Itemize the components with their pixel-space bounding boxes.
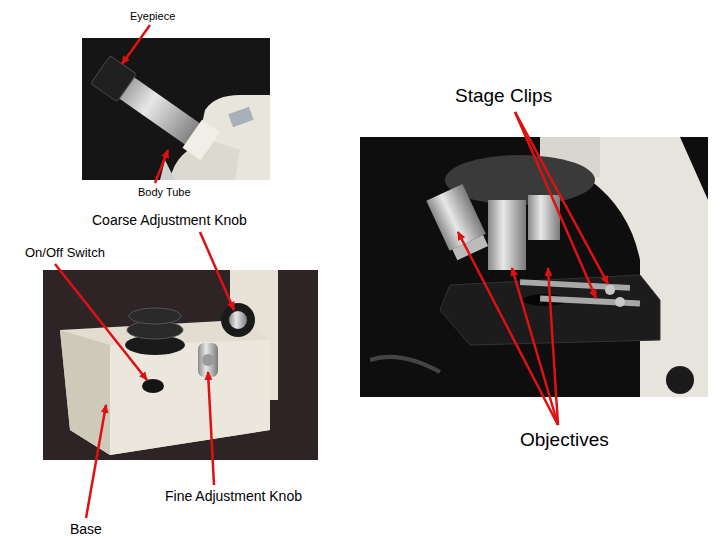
- leader-arrow: [155, 150, 168, 183]
- leader-arrow: [548, 268, 558, 425]
- leader-arrow: [515, 112, 596, 298]
- leader-arrow: [512, 268, 558, 425]
- part-label: Base: [70, 522, 102, 537]
- leader-arrow: [515, 112, 608, 284]
- leader-arrow: [86, 405, 106, 518]
- stage-photo: [360, 137, 708, 397]
- part-label: Eyepiece: [130, 10, 175, 22]
- part-label: On/Off Switch: [25, 246, 105, 260]
- part-label: Objectives: [520, 430, 609, 451]
- part-label: Coarse Adjustment Knob: [92, 213, 247, 228]
- part-label: Stage Clips: [455, 86, 552, 107]
- part-label: Body Tube: [138, 186, 191, 198]
- leader-arrow: [122, 25, 150, 64]
- part-label: Fine Adjustment Knob: [165, 489, 302, 504]
- leader-arrow: [458, 232, 558, 425]
- eyepiece-photo: [82, 38, 270, 180]
- base-photo: [43, 270, 318, 460]
- leader-arrow: [55, 264, 147, 380]
- leader-arrow: [208, 372, 214, 485]
- leader-arrow: [200, 232, 234, 310]
- leader-arrows: [55, 25, 608, 518]
